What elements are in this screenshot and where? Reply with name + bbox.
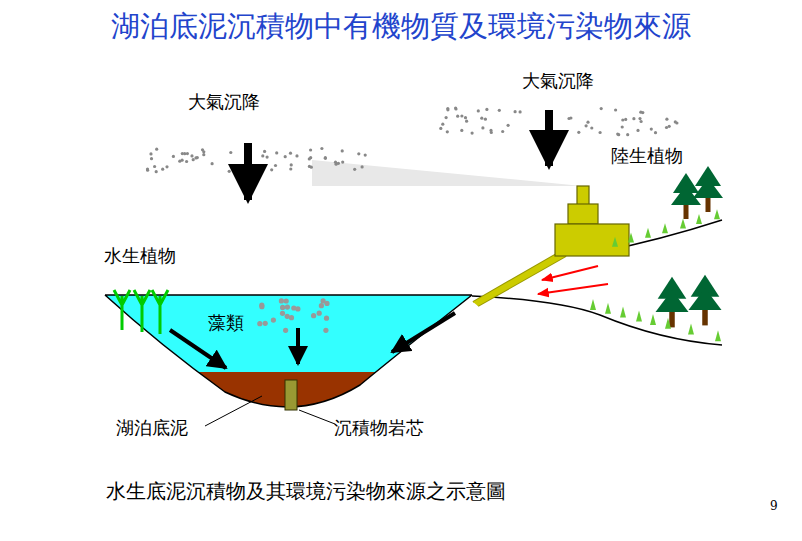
core-label: 沉積物岩芯: [334, 418, 424, 439]
discharge-pipe: [473, 252, 566, 306]
grass: [590, 209, 721, 341]
algae-dots: [257, 298, 329, 333]
page-number: 9: [770, 500, 778, 514]
smoke-plume: [312, 160, 582, 186]
deposition-label: 大氣沉降: [188, 92, 260, 113]
algae-label: 藻類: [208, 313, 244, 334]
sediment-label: 湖泊底泥: [116, 418, 188, 439]
runoff-arrows: [538, 266, 608, 294]
particle-dots: [146, 106, 679, 173]
trees: [656, 166, 724, 327]
aquatic-plants: [114, 290, 168, 334]
plant-label: 陸生植物: [611, 146, 683, 167]
slide-title: 湖泊底泥沉積物中有機物質及環境污染物來源: [111, 10, 691, 43]
flux-arrows: [170, 110, 549, 368]
plant-label: 水生植物: [104, 246, 176, 267]
leader-line: [205, 396, 262, 426]
factory: [555, 224, 629, 256]
shore-line: [472, 296, 722, 345]
deposition-label: 大氣沉降: [522, 71, 594, 92]
figure-caption: 水生底泥沉積物及其環境污染物來源之示意圖: [106, 480, 506, 503]
sediment-core: [285, 380, 297, 410]
leader-line: [299, 410, 335, 424]
